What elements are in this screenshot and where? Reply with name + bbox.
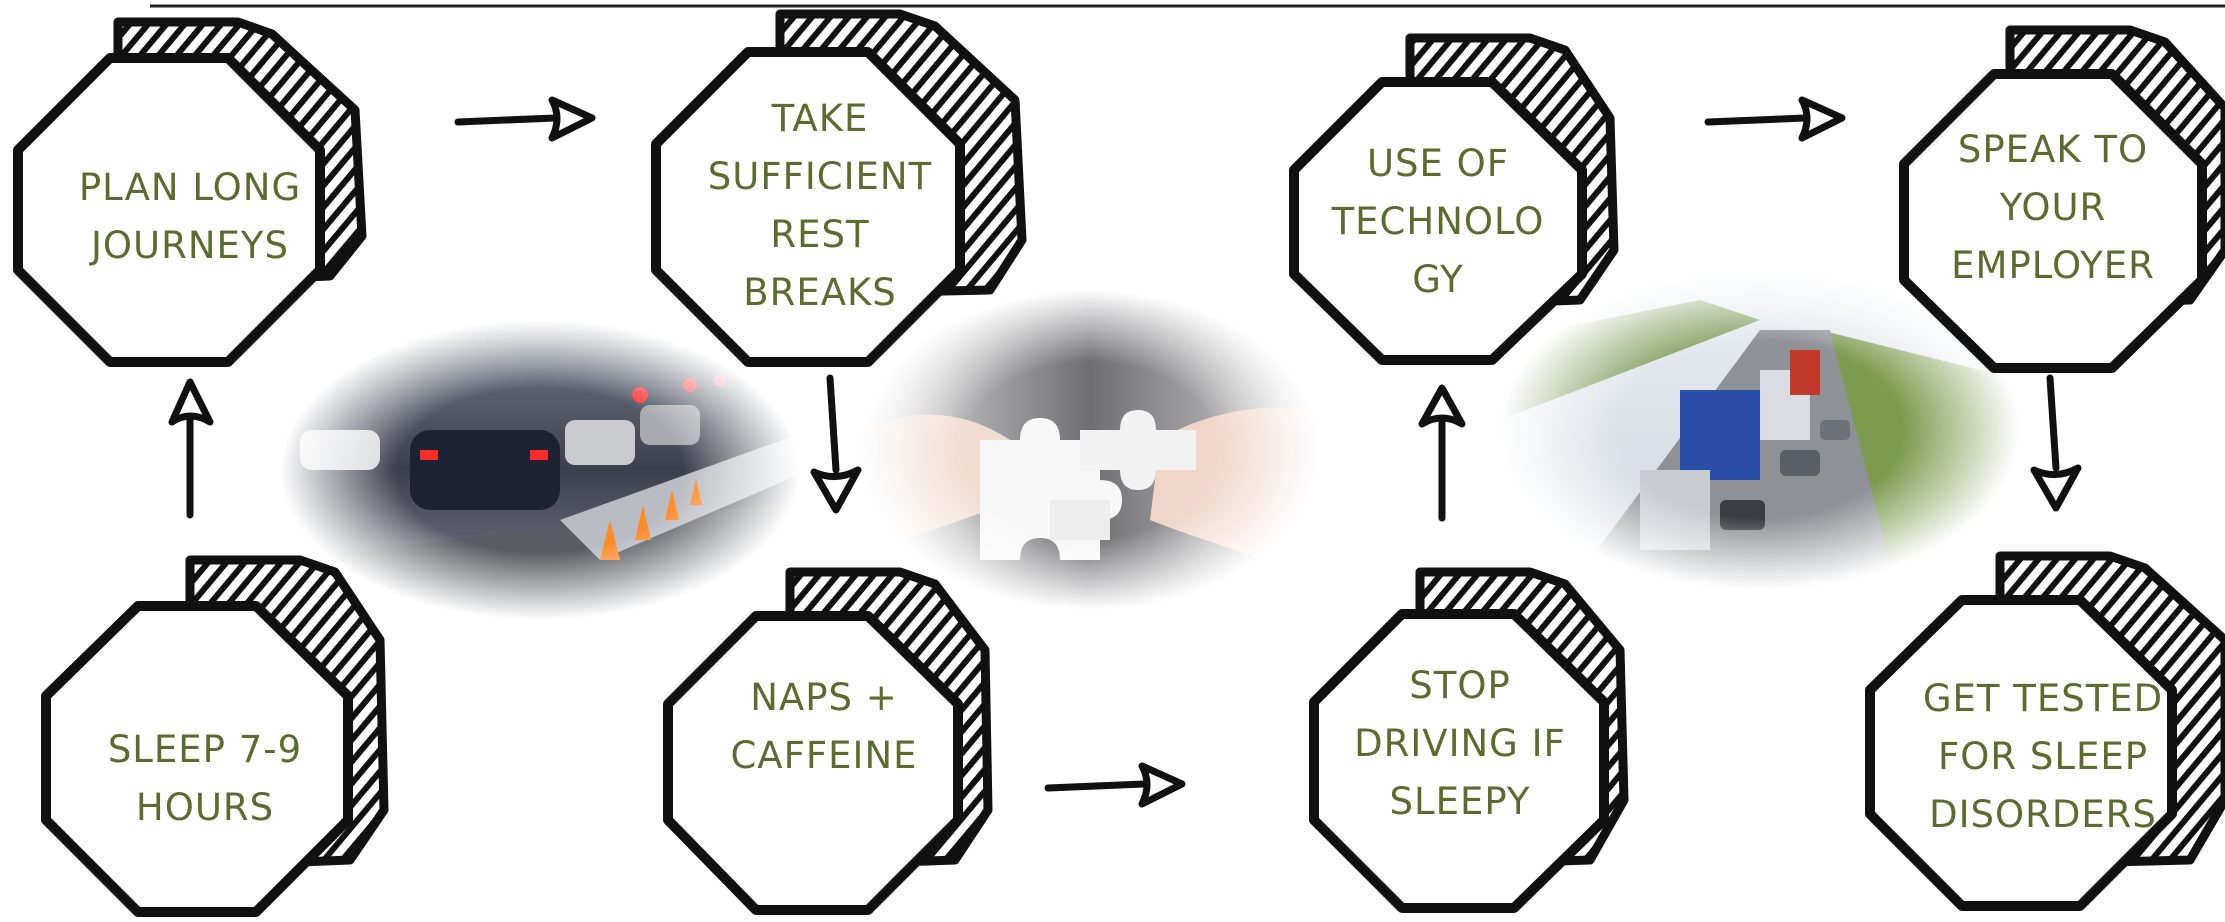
step-label-tech: USE OF TECHNOLO GY (1331, 142, 1545, 301)
puzzle-hands-photo (860, 290, 1320, 610)
step-box-rest (651, 9, 1027, 367)
arrow-stop-to-tech (1418, 384, 1466, 522)
step-label-plan: PLAN LONG JOURNEYS (78, 166, 302, 267)
step-label-sleep: SLEEP 7-9 HOURS (107, 728, 303, 829)
step-box-employer (1899, 25, 2225, 373)
step-box-tested (1865, 551, 2225, 911)
step-box-plan (13, 17, 367, 367)
step-label-employer: SPEAK TO YOUR EMPLOYER (1951, 128, 2155, 287)
arrow-employer-to-tested (2030, 374, 2082, 512)
step-box-naps (663, 567, 993, 915)
arrow-rest-to-naps (810, 374, 862, 514)
step-label-stop: STOP DRIVING IF SLEEPY (1354, 664, 1566, 823)
step-box-tech (1289, 33, 1619, 365)
arrow-naps-to-stop (1044, 762, 1186, 808)
step-box-stop (1309, 567, 1629, 913)
arrow-plan-to-rest (454, 96, 596, 142)
step-box-sleep (41, 555, 389, 917)
step-label-naps: NAPS + CAFFEINE (730, 676, 918, 777)
arrow-sleep-to-plan (168, 378, 214, 519)
step-label-tested: GET TESTED FOR SLEEP DISORDERS (1922, 677, 2164, 836)
highway-trucks-photo (1500, 270, 2020, 600)
arrow-tech-to-employer (1704, 96, 1846, 142)
night-traffic-photo (270, 310, 810, 630)
step-label-rest: TAKE SUFFICIENT REST BREAKS (707, 97, 933, 314)
